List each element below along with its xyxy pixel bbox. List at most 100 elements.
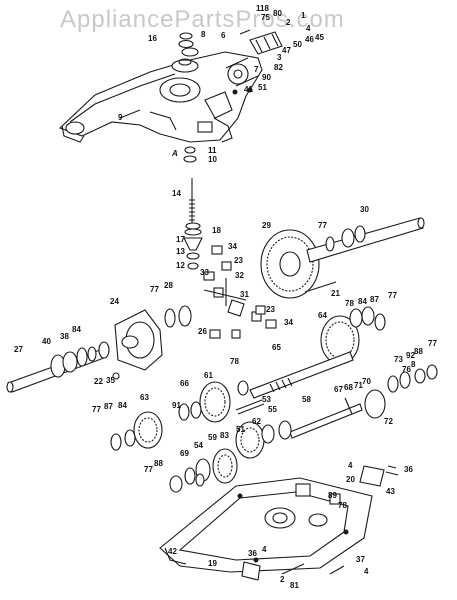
callout-17: 17: [176, 235, 185, 244]
callout-51: 51: [258, 83, 267, 92]
callout-91: 91: [172, 401, 181, 410]
callout-63: 63: [140, 393, 149, 402]
callout-1: 1: [256, 4, 261, 13]
callout-31: 31: [240, 290, 249, 299]
callout-38: 38: [60, 332, 69, 341]
callout-18: 18: [260, 4, 269, 13]
callout-75: 75: [261, 13, 270, 22]
callout-92: 92: [406, 351, 415, 360]
callout-78: 78: [345, 299, 354, 308]
callout-47: 47: [282, 46, 291, 55]
callout-9: 9: [118, 113, 123, 122]
callout-8: 8: [201, 30, 206, 39]
callout-2: 2: [286, 18, 291, 27]
lower-gears: [169, 448, 238, 493]
left-cover-shaft: [6, 305, 192, 393]
callout-66: 66: [180, 379, 189, 388]
callout-8b: 8: [411, 360, 416, 369]
callout-18b: 18: [212, 226, 221, 235]
callout-24: 24: [110, 297, 119, 306]
callout-45: 45: [315, 33, 324, 42]
callout-32: 32: [235, 271, 244, 280]
callout-23b: 23: [266, 305, 275, 314]
callout-35: 35: [106, 376, 115, 385]
callout-46: 46: [305, 35, 314, 44]
callout-23: 23: [234, 256, 243, 265]
callout-73: 73: [394, 355, 403, 364]
callout-20: 20: [346, 475, 355, 484]
callout-4b: 4: [348, 461, 353, 470]
callout-42: 42: [168, 547, 177, 556]
callout-A: A: [171, 149, 178, 158]
differential-parts: [203, 245, 277, 339]
callout-65: 65: [272, 343, 281, 352]
callout-77c: 77: [388, 291, 397, 300]
callout-70: 70: [362, 377, 371, 386]
callout-19: 19: [208, 559, 217, 568]
callout-51b: 51: [236, 425, 245, 434]
input-shaft: [183, 178, 203, 270]
callout-77d: 77: [428, 339, 437, 348]
callout-84b: 84: [358, 297, 367, 306]
callout-6: 6: [221, 31, 226, 40]
callout-12: 12: [176, 261, 185, 270]
callout-77f: 77: [144, 465, 153, 474]
callout-3: 3: [277, 53, 282, 62]
callout-1b: 1: [301, 11, 306, 20]
callout-50: 50: [293, 40, 302, 49]
callout-88b: 88: [154, 459, 163, 468]
callout-30: 30: [360, 205, 369, 214]
upper-housing: [58, 29, 283, 143]
callout-54: 54: [194, 441, 203, 450]
callout-84c: 84: [118, 401, 127, 410]
callout-4c: 4: [262, 545, 267, 554]
callout-28: 28: [164, 281, 173, 290]
ring-gear-axle: [260, 217, 425, 299]
callout-26: 26: [198, 327, 207, 336]
lower-housing: [159, 465, 399, 581]
callout-67: 67: [334, 385, 343, 394]
callout-76: 76: [402, 365, 411, 374]
callout-64: 64: [318, 311, 327, 320]
callout-58: 58: [302, 395, 311, 404]
callout-87b: 87: [104, 402, 113, 411]
callout-88: 88: [414, 347, 423, 356]
callout-40: 40: [42, 337, 51, 346]
callout-43: 43: [386, 487, 395, 496]
callout-7: 7: [254, 65, 259, 74]
callout-78c: 78: [338, 501, 347, 510]
callout-89: 89: [328, 491, 337, 500]
callout-90: 90: [262, 73, 271, 82]
callout-82: 82: [274, 63, 283, 72]
callout-4: 4: [306, 24, 311, 33]
upper-studs: [178, 32, 199, 163]
callout-80: 80: [273, 9, 282, 18]
callout-10: 10: [208, 155, 217, 164]
callout-69: 69: [180, 449, 189, 458]
callout-21: 21: [331, 289, 340, 298]
middle-gears: [110, 380, 292, 459]
callout-78b: 78: [230, 357, 239, 366]
callout-36b: 36: [248, 549, 257, 558]
callout-34: 34: [228, 242, 237, 251]
callout-41: 41: [244, 85, 253, 94]
callout-36: 36: [404, 465, 413, 474]
callout-37: 37: [356, 555, 365, 564]
callout-labels: 16 8 6 1 18 80 75 2 1 50 46 45 4 47 3 82…: [14, 4, 437, 590]
callout-61: 61: [204, 371, 213, 380]
callout-55: 55: [268, 405, 277, 414]
callout-22: 22: [94, 377, 103, 386]
callout-53: 53: [262, 395, 271, 404]
callout-62: 62: [252, 417, 261, 426]
callout-2: 2: [280, 575, 285, 584]
watermark: AppliancePartsPros.com: [60, 6, 345, 33]
callout-59: 59: [208, 433, 217, 442]
callout-87: 87: [370, 295, 379, 304]
callout-13: 13: [176, 247, 185, 256]
callout-14: 14: [172, 189, 181, 198]
callout-77e: 77: [92, 405, 101, 414]
callout-77b: 77: [150, 285, 159, 294]
callout-72: 72: [384, 417, 393, 426]
